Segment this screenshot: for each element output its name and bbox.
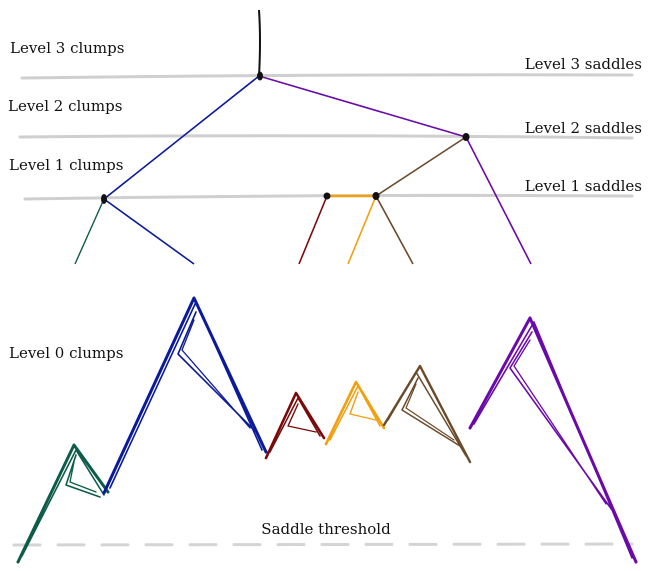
level-1-clumps-label: Level 1 clumps <box>9 156 123 174</box>
peak-green <box>16 443 110 564</box>
level-2-clumps-label: Level 2 clumps <box>8 97 122 115</box>
peak-red <box>264 391 326 460</box>
labels: Level 3 clumps Level 2 clumps Level 1 cl… <box>8 39 642 538</box>
peak-brown <box>382 364 472 464</box>
branch-brown-lower <box>375 195 414 265</box>
level-1-saddles-label: Level 1 saddles <box>525 177 642 195</box>
level-3-clumps-label: Level 3 clumps <box>10 39 124 57</box>
branch-blue-lower <box>103 198 195 265</box>
saddle-node-level1-left <box>101 194 107 204</box>
peak-purple <box>468 316 638 564</box>
level-0-clumps-label: Level 0 clumps <box>9 344 123 362</box>
branch-purple-lower <box>465 136 532 265</box>
peak-orange <box>324 380 386 446</box>
branch-red-lower <box>298 195 328 265</box>
branch-blue-upper <box>103 75 260 200</box>
saddle-node-level2 <box>462 133 470 141</box>
peak-blue <box>102 296 268 495</box>
level-3-guide <box>20 73 634 80</box>
saddle-node-level3 <box>257 71 263 81</box>
level-3-saddles-label: Level 3 saddles <box>525 55 642 73</box>
merger-tree <box>74 9 532 265</box>
saddle-threshold-label: Saddle threshold <box>261 520 391 538</box>
branch-brown-upper <box>375 136 467 197</box>
branch-orange-lower <box>347 195 377 265</box>
branch-purple-upper <box>258 75 467 138</box>
branch-green-lower <box>74 198 105 265</box>
level-2-saddles-label: Level 2 saddles <box>525 119 642 137</box>
level-guides <box>12 73 634 547</box>
level-0-peaks <box>16 296 638 564</box>
root-branch <box>258 9 261 77</box>
saddle-node-level1-right <box>372 192 380 200</box>
saddle-threshold-line <box>12 542 634 547</box>
level-2-guide <box>18 134 634 140</box>
saddle-node-level1-mid <box>323 192 331 200</box>
